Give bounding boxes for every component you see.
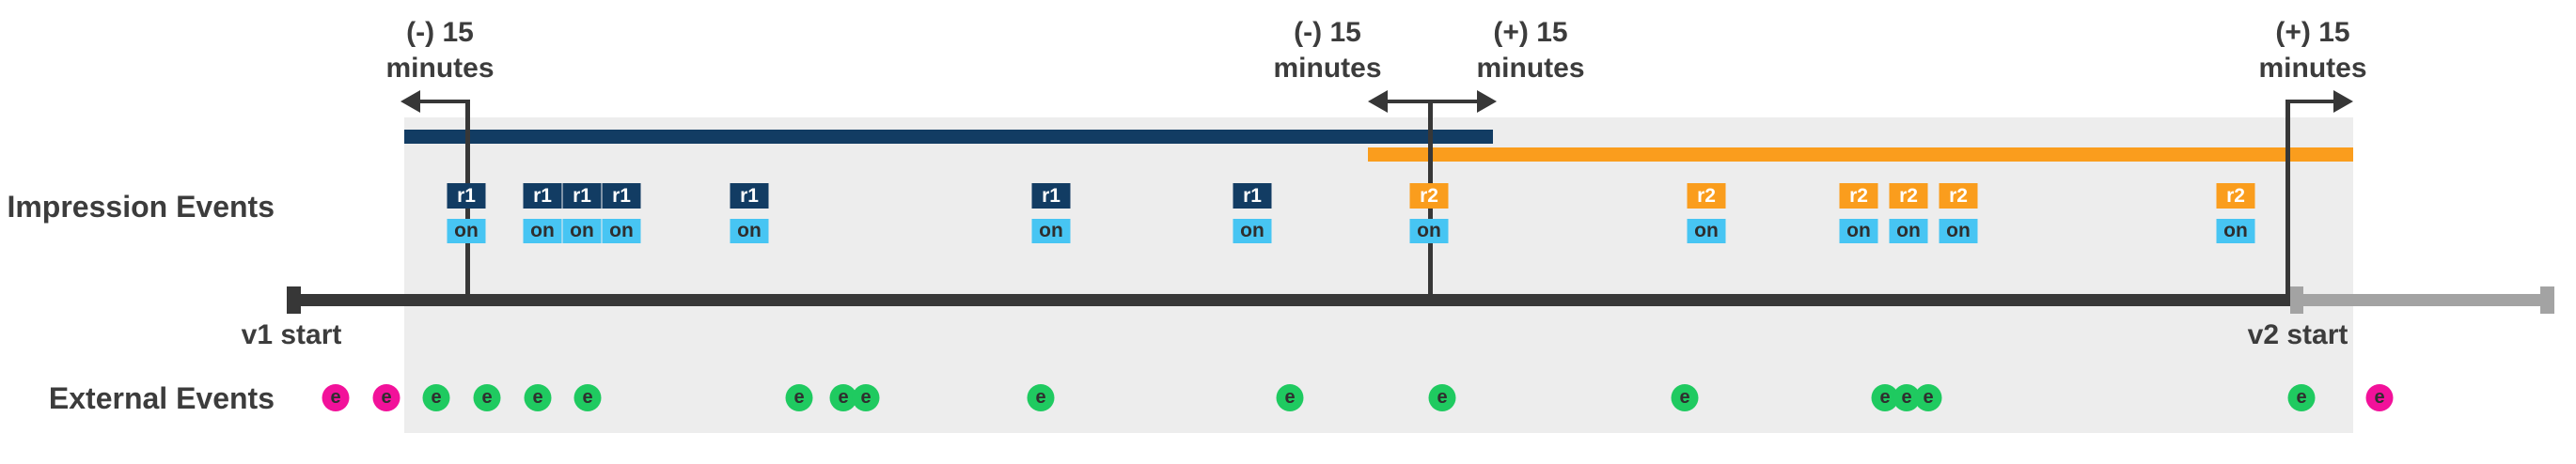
external-event-dot-green: e	[1276, 384, 1304, 411]
report-chip-r2: r2	[1939, 183, 1978, 209]
annotation-mid-minus-15: (-) 15 minutes	[1273, 15, 1381, 86]
report-chip-r2: r2	[1409, 183, 1449, 209]
end-plus15-marker-line	[2285, 100, 2290, 294]
annotation-right-plus-15: (+) 15 minutes	[2258, 15, 2366, 86]
mid-right-arrowhead-icon	[1477, 90, 1497, 113]
external-event-dot-green: e	[422, 384, 450, 411]
on-status-chip: on	[1233, 219, 1272, 243]
timeline-end-tick	[2540, 286, 2554, 314]
impression-events-row-label: Impression Events	[7, 190, 275, 224]
external-event-dot-green: e	[573, 384, 602, 411]
impression-event: r1 on	[602, 183, 641, 243]
v1-report-window-bar	[404, 130, 1493, 144]
annotation-mid-plus-15: (+) 15 minutes	[1476, 15, 1584, 86]
on-status-chip: on	[447, 219, 486, 243]
on-status-chip: on	[2216, 219, 2255, 243]
external-event-dot-pink: e	[2365, 384, 2394, 411]
on-status-chip: on	[523, 219, 562, 243]
left-arrowhead-icon	[401, 90, 420, 113]
v1-start-tick	[287, 286, 301, 314]
external-event-dot-green: e	[852, 384, 880, 411]
on-status-chip: on	[1031, 219, 1071, 243]
external-event-dot-green: e	[524, 384, 552, 411]
impression-event: r2 on	[1839, 183, 1878, 243]
annotation-line1: (-) 15	[406, 17, 474, 48]
external-event-dot-green: e	[785, 384, 813, 411]
annotation-line2: minutes	[1476, 53, 1585, 84]
v2-report-window-bar	[1368, 147, 2353, 162]
impression-event: r1 on	[447, 183, 486, 243]
impression-event: r1 on	[523, 183, 562, 243]
right-arrowhead-icon	[2333, 90, 2353, 113]
annotation-line2: minutes	[2258, 53, 2367, 84]
timeline-active-segment	[289, 294, 2290, 306]
on-status-chip: on	[1889, 219, 1928, 243]
external-event-dot-green: e	[1914, 384, 1942, 411]
mid-offset-arrow	[1385, 100, 1478, 103]
annotation-line2: minutes	[1273, 53, 1382, 84]
impression-event: r1 on	[1031, 183, 1071, 243]
impression-event: r2 on	[1939, 183, 1978, 243]
report-chip-r1: r1	[1031, 183, 1071, 209]
impression-event: r2 on	[2216, 183, 2255, 243]
annotation-left-minus-15: (-) 15 minutes	[385, 15, 494, 86]
report-chip-r1: r1	[602, 183, 641, 209]
external-event-dot-pink: e	[372, 384, 401, 411]
annotation-line1: (-) 15	[1294, 17, 1361, 48]
impression-event: r1 on	[1233, 183, 1272, 243]
mid-left-arrowhead-icon	[1368, 90, 1388, 113]
report-chip-r1: r1	[1233, 183, 1272, 209]
right-offset-arrow	[2288, 100, 2334, 103]
external-event-dot-green: e	[1671, 384, 1699, 411]
v2-start-label: v2 start	[2247, 319, 2348, 350]
annotation-line1: (+) 15	[1493, 17, 1568, 48]
impression-event: r2 on	[1687, 183, 1726, 243]
on-status-chip: on	[562, 219, 602, 243]
report-chip-r2: r2	[2216, 183, 2255, 209]
annotation-line1: (+) 15	[2275, 17, 2350, 48]
report-chip-r1: r1	[730, 183, 769, 209]
external-event-dot-pink: e	[322, 384, 350, 411]
annotation-line2: minutes	[385, 53, 495, 84]
external-event-dot-green: e	[473, 384, 501, 411]
external-events-row-label: External Events	[48, 381, 275, 415]
external-event-dot-green: e	[1428, 384, 1456, 411]
impression-event: r1 on	[562, 183, 602, 243]
v2-start-tick	[2290, 286, 2303, 314]
timeline-panel	[404, 117, 2353, 433]
on-status-chip: on	[1687, 219, 1726, 243]
report-chip-r2: r2	[1889, 183, 1928, 209]
on-status-chip: on	[1409, 219, 1449, 243]
impression-event: r1 on	[730, 183, 769, 243]
impression-event: r2 on	[1889, 183, 1928, 243]
report-chip-r2: r2	[1687, 183, 1726, 209]
on-status-chip: on	[730, 219, 769, 243]
report-chip-r2: r2	[1839, 183, 1878, 209]
on-status-chip: on	[1939, 219, 1978, 243]
report-chip-r1: r1	[447, 183, 486, 209]
on-status-chip: on	[602, 219, 641, 243]
left-offset-arrow	[417, 100, 469, 103]
report-chip-r1: r1	[523, 183, 562, 209]
v1-start-label: v1 start	[241, 319, 342, 350]
external-event-dot-green: e	[1027, 384, 1055, 411]
report-chip-r1: r1	[562, 183, 602, 209]
on-status-chip: on	[1839, 219, 1878, 243]
impression-event: r2 on	[1409, 183, 1449, 243]
external-event-dot-green: e	[2287, 384, 2316, 411]
timeline-future-segment	[2301, 294, 2542, 306]
